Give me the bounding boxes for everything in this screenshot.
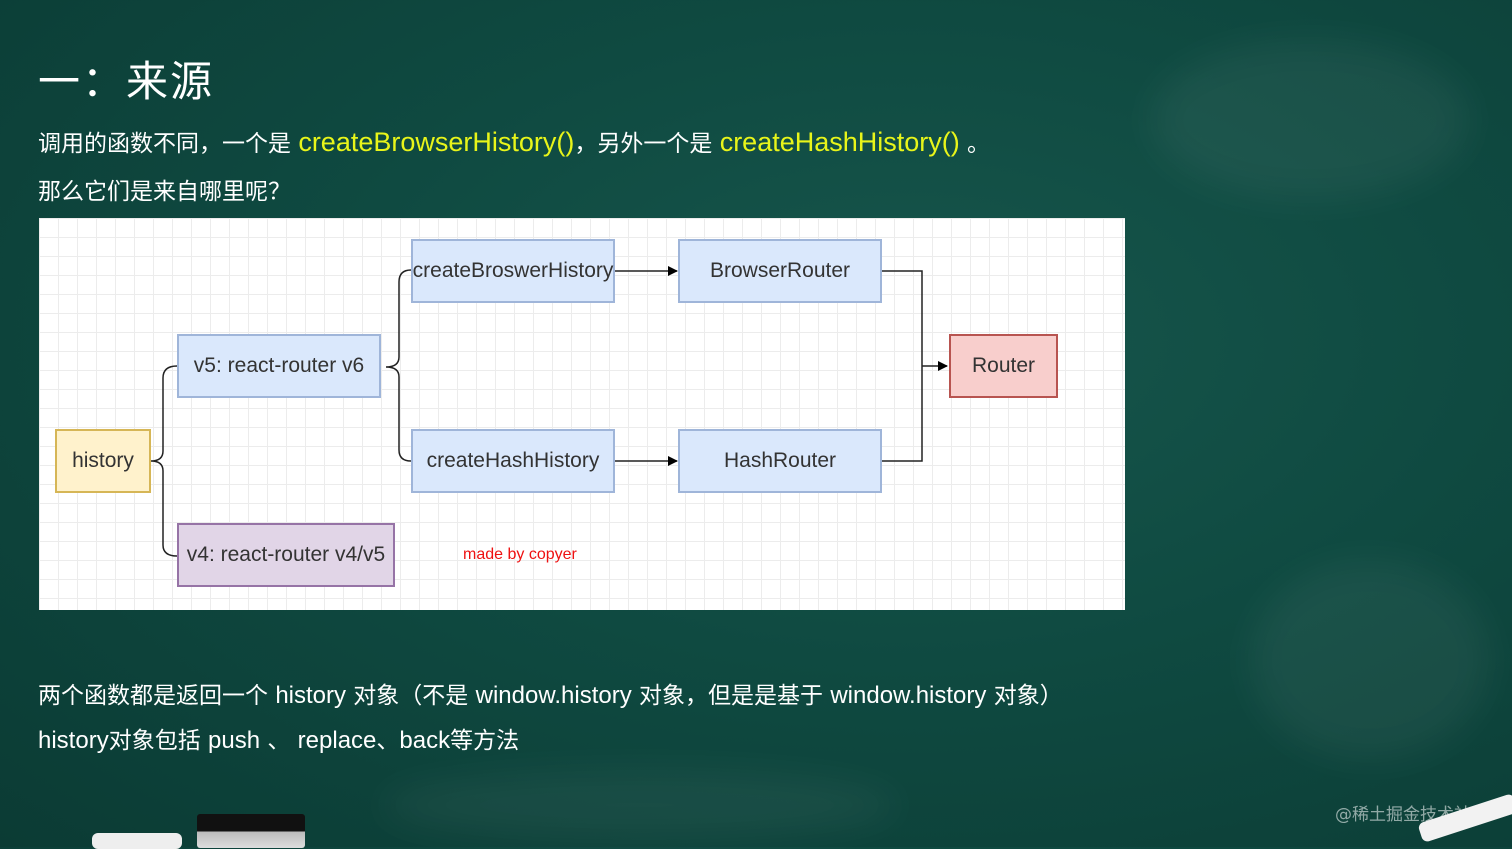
node-v4: v4: react-router v4/v5 (177, 523, 395, 587)
diagram-panel: history v5: react-router v6 v4: react-ro… (39, 218, 1125, 610)
intro-line: 调用的函数不同，一个是 createBrowserHistory()，另外一个是… (38, 124, 990, 158)
window-history-word-2: window.history (830, 682, 987, 709)
author-note: made by copyer (463, 546, 577, 563)
question-line: 那么它们是来自哪里呢？ (38, 179, 291, 205)
intro-prefix: 调用的函数不同，一个是 (38, 131, 299, 157)
intro-mid: ，另外一个是 (574, 131, 720, 157)
methods-sep-2: 、 (376, 728, 400, 754)
node-create-hash-history: createHashHistory (411, 429, 615, 493)
chalk-smudge (1250, 560, 1490, 760)
methods-text-h: 等方法 (450, 728, 520, 754)
node-history: history (55, 429, 151, 493)
return-text-b: 对象（不是 (346, 683, 476, 709)
merge-line (882, 270, 923, 462)
node-v5: v5: react-router v6 (177, 334, 381, 398)
node-router: Router (949, 334, 1058, 398)
chalk-smudge (380, 770, 900, 840)
return-text-f: 对象） (986, 683, 1063, 709)
fn-browser-history: createBrowserHistory() (298, 127, 575, 157)
node-browser-router: BrowserRouter (678, 239, 882, 303)
fn-hash-history: createHashHistory() (719, 127, 960, 157)
node-hash-router: HashRouter (678, 429, 882, 493)
return-line: 两个函数都是返回一个 history 对象（不是 window.history … (38, 676, 1063, 710)
methods-line: history对象包括 push 、 replace、back等方法 (38, 721, 519, 755)
return-prefix: 两个函数都是返回一个 (38, 683, 276, 709)
return-text-d: 对象，但是是基于 (631, 683, 831, 709)
brace-v5 (385, 269, 412, 462)
methods-sep-1: 、 (260, 728, 298, 754)
chalk-piece (92, 833, 182, 849)
brace-history (150, 365, 178, 557)
method-push: push (208, 727, 261, 754)
method-back: back (399, 727, 451, 754)
diagram-connectors (150, 266, 948, 557)
window-history-word: window.history (475, 682, 632, 709)
method-replace: replace (297, 727, 377, 754)
node-create-browser-history: createBroswerHistory (411, 239, 615, 303)
eraser (197, 814, 305, 848)
return-history-word: history (275, 682, 346, 709)
slide-title: 一：来源 (38, 57, 215, 106)
methods-history-word: history (38, 727, 109, 754)
chalk-smudge (1150, 40, 1470, 200)
intro-suffix: 。 (959, 131, 991, 157)
methods-text-b: 对象包括 (108, 728, 208, 754)
